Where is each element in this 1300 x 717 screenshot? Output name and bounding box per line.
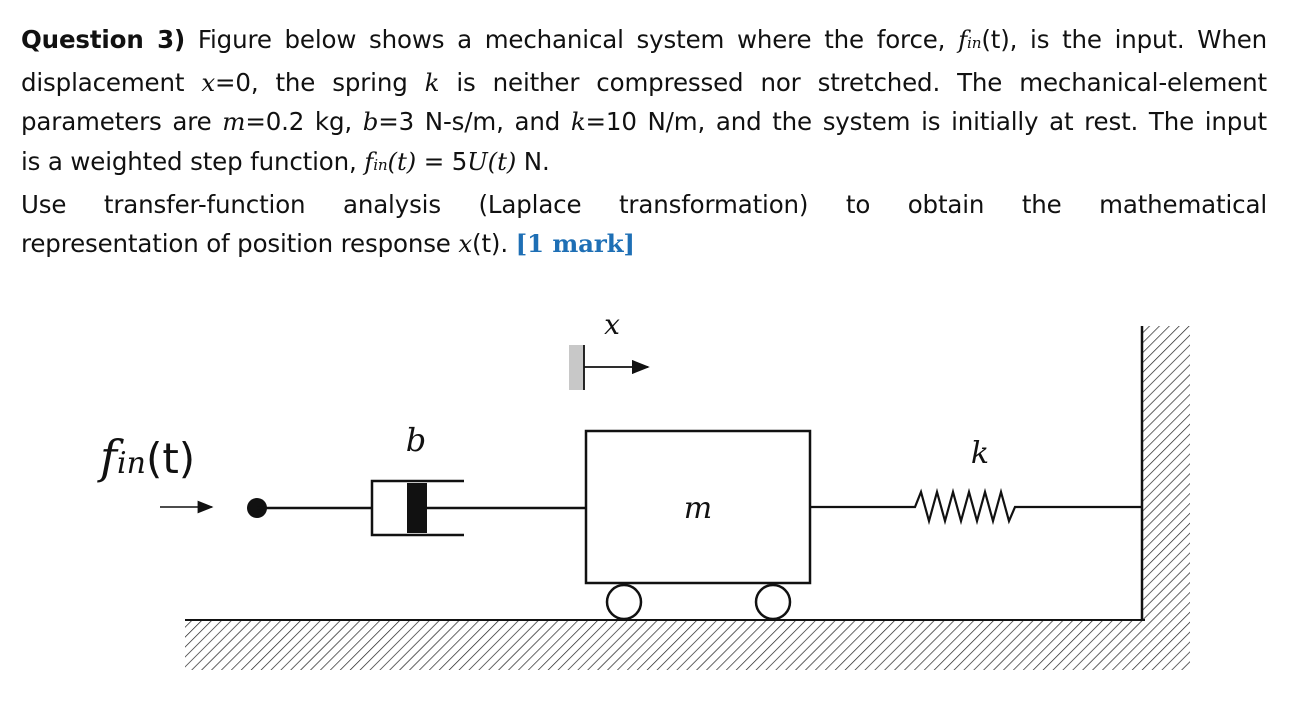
damper-cylinder	[370, 479, 464, 537]
k-label: k	[971, 436, 989, 471]
step-u-symbol: U	[467, 146, 488, 176]
mark-badge: [1 mark]	[515, 229, 635, 259]
question-text: Question 3) Figure below shows a mechani…	[21, 20, 1267, 263]
question-label: Question 3)	[21, 25, 186, 54]
fin-subscript: in	[117, 446, 146, 481]
force-symbol: f	[958, 25, 968, 54]
line3-text-a: parameters are	[21, 107, 223, 137]
question-line-5: Use transfer-function analysis (Laplace …	[21, 189, 1267, 219]
m-variable: m	[222, 107, 246, 137]
question-line-2: displacement x=0, the spring k is neithe…	[21, 63, 1267, 102]
step-equals: = 5	[416, 146, 468, 176]
line6-text-a: representation of position response	[21, 229, 459, 259]
step-f-symbol: f	[364, 146, 374, 176]
line6-text-b: (t).	[472, 229, 516, 259]
force-argument: (t)	[981, 25, 1010, 54]
reference-block	[569, 345, 584, 390]
step-f-argument: (t)	[387, 146, 417, 176]
b-label: b	[406, 421, 426, 459]
step-u-argument: (t)	[487, 146, 517, 176]
x-label: x	[604, 308, 620, 341]
ground-hatch	[185, 620, 1190, 670]
k-variable-2: k	[570, 107, 586, 137]
question-line-1: Question 3) Figure below shows a mechani…	[21, 20, 1267, 63]
k-variable: k	[424, 68, 440, 98]
spring	[810, 487, 1142, 526]
step-f-subscript: in	[373, 155, 388, 174]
line2-text-b: =0, the spring	[215, 68, 425, 98]
line2-text-c: is neither compressed nor stretched. The…	[439, 68, 1267, 98]
wheel-right	[754, 583, 792, 621]
question-line-6: representation of position response x(t)…	[21, 224, 1267, 263]
wall-hatch	[1142, 326, 1190, 620]
force-subscript: in	[967, 34, 982, 52]
wheel-left	[605, 583, 643, 621]
b-variable: b	[362, 107, 379, 137]
m-value: =0.2 kg,	[245, 107, 363, 137]
step-unit: N.	[516, 146, 550, 176]
x-variable-2: x	[458, 229, 473, 259]
fin-label: fin(t)	[97, 430, 195, 484]
question-after-force: , is the input. When	[1009, 25, 1268, 54]
damper-piston	[407, 483, 427, 533]
m-label: m	[684, 491, 712, 526]
x-variable: x	[201, 68, 215, 98]
k-value: =10 N/m, and the system is initially at …	[585, 107, 1268, 137]
question-intro: Figure below shows a mechanical system w…	[185, 25, 959, 54]
line2-text-a: displacement	[21, 68, 202, 98]
question-line-3: parameters are m=0.2 kg, b=3 N-s/m, and …	[21, 102, 1267, 141]
fin-argument: (t)	[146, 434, 195, 483]
b-value: =3 N-s/m, and	[378, 107, 571, 137]
line4-text-a: is a weighted step function,	[21, 146, 365, 176]
question-line-4: is a weighted step function, fin(t) = 5U…	[21, 142, 1267, 185]
